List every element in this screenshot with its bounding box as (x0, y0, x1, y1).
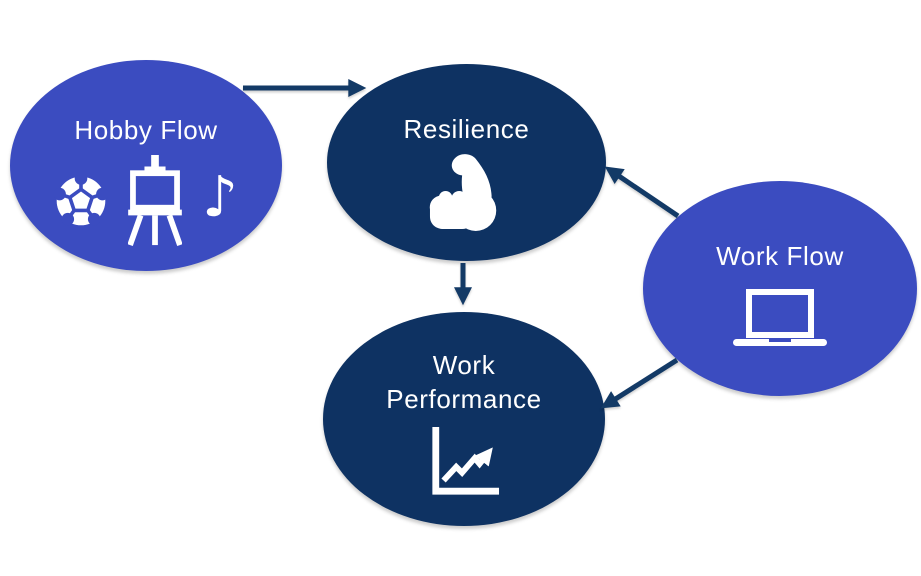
work-performance-icon-wrap (428, 425, 500, 499)
node-work-flow-label: Work Flow (716, 240, 844, 271)
node-hobby-flow-label: Hobby Flow (74, 114, 218, 145)
node-work-flow: Work Flow (643, 181, 917, 396)
node-resilience-label: Resilience (403, 113, 530, 144)
resilience-icon-wrap (429, 152, 505, 232)
work-flow-icon-wrap (733, 289, 827, 349)
node-resilience: Resilience (327, 64, 606, 261)
flexed-bicep-icon (429, 154, 496, 232)
music-note-icon: ♪ (202, 164, 238, 230)
edge-work-flow-to-work-performance (600, 357, 679, 409)
laptop-icon (733, 289, 827, 347)
node-work-performance-label: Work Performance (386, 350, 542, 414)
edge-work-flow-to-resilience (604, 166, 680, 219)
soccer-ball-icon (54, 174, 109, 226)
easel-icon (128, 155, 183, 247)
line-chart-increasing-icon (432, 426, 500, 495)
hobby-flow-icon-row: ♪ (54, 155, 238, 247)
node-work-performance: Work Performance (323, 312, 605, 526)
node-hobby-flow: Hobby Flow (10, 60, 282, 271)
